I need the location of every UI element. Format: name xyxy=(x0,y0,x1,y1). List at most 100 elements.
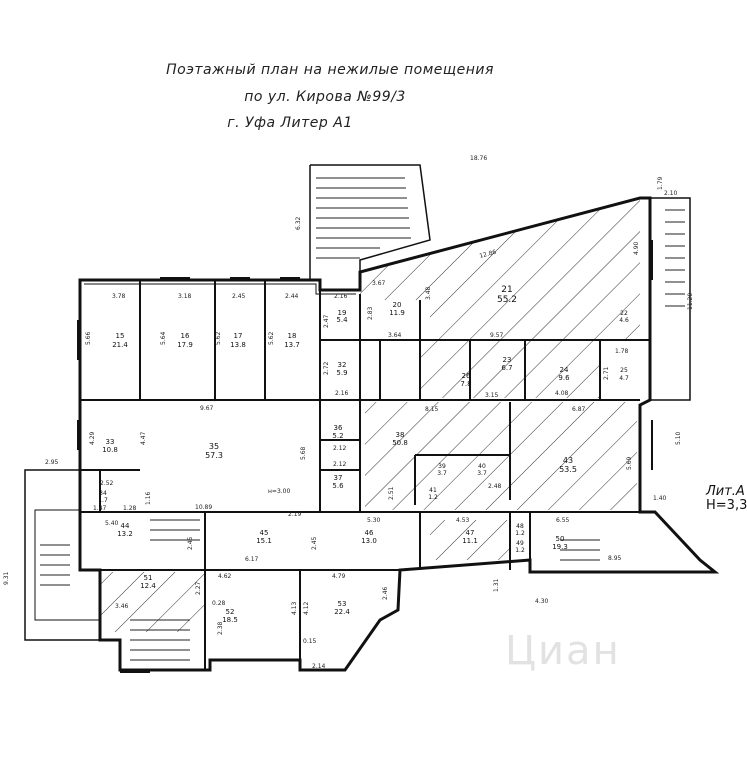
window-marks xyxy=(77,240,653,673)
dim-2-72: 2.72 xyxy=(323,361,330,375)
svg-text:41: 41 xyxy=(429,487,437,494)
svg-text:24: 24 xyxy=(560,366,569,374)
dim-2-95: 2.95 xyxy=(45,459,59,466)
svg-text:1.2: 1.2 xyxy=(515,530,525,537)
svg-text:48: 48 xyxy=(516,523,524,530)
room-25: 254.7 xyxy=(619,367,629,382)
room-37: 375.6 xyxy=(332,474,344,490)
svg-text:3.7: 3.7 xyxy=(477,470,487,477)
svg-text:4.7: 4.7 xyxy=(619,375,629,382)
dim-5-10: 5.10 xyxy=(675,431,682,445)
svg-text:55.2: 55.2 xyxy=(497,295,517,305)
svg-text:26: 26 xyxy=(462,372,471,380)
dim-2-83: 2.83 xyxy=(367,306,374,320)
svg-text:20: 20 xyxy=(393,301,402,309)
dim-2-14: 2.14 xyxy=(312,663,326,670)
svg-text:37: 37 xyxy=(334,474,343,482)
svg-text:57.3: 57.3 xyxy=(205,451,223,460)
dim-2-46: 2.46 xyxy=(382,586,389,600)
dim-11-20: 11.20 xyxy=(687,293,694,310)
dim-2-44: 2.44 xyxy=(285,293,299,300)
dim-5-62-b: 5.62 xyxy=(268,331,275,345)
watermark-logo: Циан xyxy=(505,628,621,674)
room-24: 249.6 xyxy=(558,366,570,382)
plan-title-line1: Поэтажный план на нежилые помещения xyxy=(166,62,494,78)
svg-text:16: 16 xyxy=(181,332,190,340)
dim-5-68: 5.68 xyxy=(300,446,307,460)
svg-text:34: 34 xyxy=(99,490,107,497)
svg-text:13.2: 13.2 xyxy=(117,530,133,538)
dim-5-66: 5.66 xyxy=(85,331,92,345)
dim-1-47: 1.47 xyxy=(93,505,107,512)
hatched-areas xyxy=(100,198,640,632)
dim-1-28: 1.28 xyxy=(123,505,137,512)
svg-text:12.4: 12.4 xyxy=(140,582,156,590)
dim-2-51: 2.51 xyxy=(388,486,395,500)
svg-text:18.5: 18.5 xyxy=(222,616,238,624)
dim-4-13: 4.13 xyxy=(291,601,298,615)
svg-text:15.1: 15.1 xyxy=(256,537,272,545)
svg-text:5.2: 5.2 xyxy=(332,432,343,440)
hatch-room-21 xyxy=(360,198,640,340)
dim-4-53: 4.53 xyxy=(456,517,470,524)
svg-text:22.4: 22.4 xyxy=(334,608,350,616)
svg-text:1.2: 1.2 xyxy=(515,547,525,554)
dim-2-52: 2.52 xyxy=(100,480,114,487)
svg-text:5.9: 5.9 xyxy=(336,369,347,377)
dim-1-16: 1.16 xyxy=(145,491,152,505)
dim-4-47: 4.47 xyxy=(140,431,147,445)
svg-text:33: 33 xyxy=(106,438,115,446)
dim-4-30: 4.30 xyxy=(535,598,549,605)
svg-text:1.7: 1.7 xyxy=(98,497,108,504)
svg-text:36: 36 xyxy=(334,424,343,432)
ceiling-height-label: н=3.00 xyxy=(268,488,290,495)
room-39: 393.7 xyxy=(437,463,447,477)
dim-1-78: 1.78 xyxy=(615,348,629,355)
svg-text:53: 53 xyxy=(338,600,347,608)
svg-text:4.6: 4.6 xyxy=(619,317,629,324)
svg-text:19: 19 xyxy=(338,309,347,317)
dim-3-67: 3.67 xyxy=(372,280,386,287)
dim-9-31: 9.31 xyxy=(3,571,10,585)
dim-2-16: 2.16 xyxy=(334,293,348,300)
dim-3-46: 3.46 xyxy=(115,603,129,610)
dim-5-30: 5.30 xyxy=(367,517,381,524)
dim-18-76: 18.76 xyxy=(470,155,487,162)
dim-3-64: 3.64 xyxy=(388,332,402,339)
svg-text:45: 45 xyxy=(260,529,269,537)
svg-text:17: 17 xyxy=(234,332,243,340)
dim-6-87: 6.87 xyxy=(572,406,586,413)
svg-text:25: 25 xyxy=(620,367,628,374)
dim-1-79: 1.79 xyxy=(657,176,664,190)
dim-3-48: 3.48 xyxy=(425,286,432,300)
dim-5-69: 5.69 xyxy=(626,456,633,470)
svg-text:50: 50 xyxy=(556,535,565,543)
room-34: 341.7 xyxy=(98,490,108,504)
svg-text:7.8: 7.8 xyxy=(460,380,471,388)
svg-text:19.3: 19.3 xyxy=(552,543,568,551)
dim-9-57: 9.57 xyxy=(490,332,504,339)
dimension-labels: 18.76 6.32 1.79 2.10 11.20 3.78 3.18 2.4… xyxy=(3,155,694,670)
dim-2-45-b: 2.45 xyxy=(187,536,194,550)
hatch-room-51 xyxy=(100,572,205,632)
svg-text:47: 47 xyxy=(466,529,475,537)
stairs xyxy=(40,177,685,661)
dim-2-45-c: 2.45 xyxy=(311,536,318,550)
svg-text:44: 44 xyxy=(121,522,130,530)
dim-2-16-b: 2.16 xyxy=(335,390,349,397)
svg-text:13.8: 13.8 xyxy=(230,341,246,349)
dim-4-90: 4.90 xyxy=(633,241,640,255)
svg-text:32: 32 xyxy=(338,361,347,369)
dim-4-29: 4.29 xyxy=(89,431,96,445)
